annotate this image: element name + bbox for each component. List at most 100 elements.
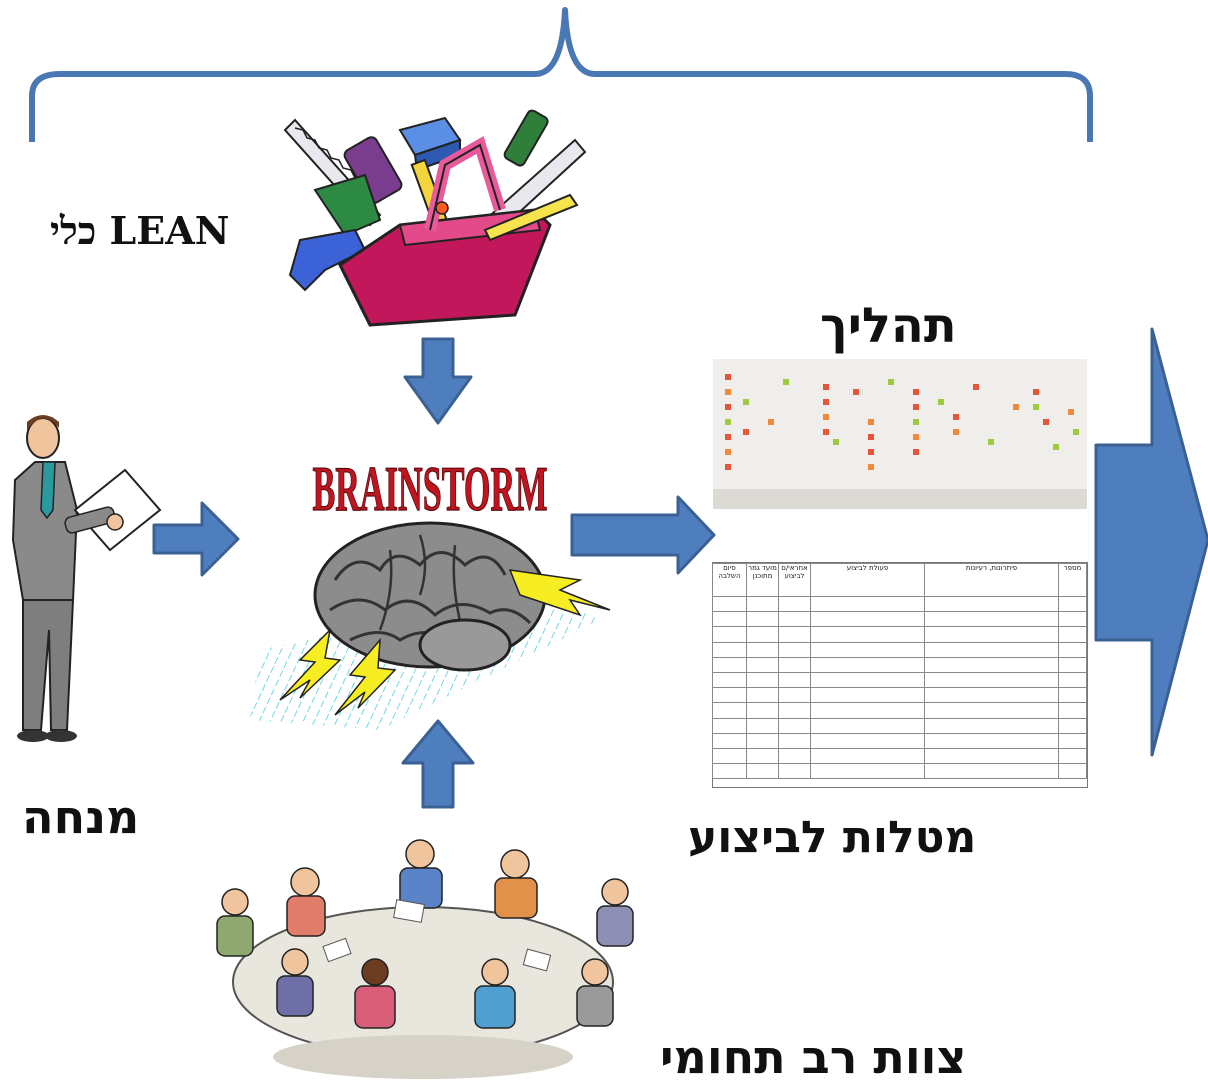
table-cell	[924, 732, 1059, 749]
table-cell	[924, 717, 1059, 734]
action-items-label: מטלות לביצוע	[688, 812, 977, 863]
toolbox-image	[283, 109, 587, 327]
table-cell	[810, 732, 925, 749]
table-header-cell: אחראי/ם לביצוע	[778, 563, 811, 597]
table-cell	[810, 763, 925, 780]
table-header-cell: מועד גמר מתוכנן	[746, 563, 779, 597]
table-cell	[746, 595, 779, 613]
table-cell	[778, 626, 811, 643]
table-cell	[778, 732, 811, 749]
top-brace	[29, 7, 1093, 142]
table-cell	[712, 732, 747, 749]
table-row	[712, 671, 1087, 689]
table-cell	[924, 671, 1059, 689]
table-cell	[746, 611, 779, 628]
table-cell	[1058, 595, 1087, 613]
table-cell	[778, 656, 811, 673]
table-cell	[712, 671, 747, 689]
table-cell	[810, 702, 925, 719]
table-row	[712, 763, 1087, 780]
team-label: צוות רב תחומי	[660, 1030, 967, 1084]
table-cell	[712, 626, 747, 643]
table-cell	[746, 732, 779, 749]
table-cell	[1058, 702, 1087, 719]
table-cell	[810, 611, 925, 628]
table-cell	[1058, 641, 1087, 658]
table-cell	[1058, 763, 1087, 780]
down-arrow-toolbox	[403, 337, 473, 425]
table-cell	[1058, 671, 1087, 689]
table-cell	[778, 747, 811, 765]
lean-tools-label: כלי LEAN	[50, 208, 230, 253]
table-cell	[1058, 611, 1087, 628]
team-meeting-image	[216, 839, 634, 1079]
table-row	[712, 747, 1087, 765]
table-cell	[746, 671, 779, 689]
table-cell	[746, 656, 779, 673]
table-cell	[778, 611, 811, 628]
table-cell	[746, 702, 779, 719]
table-row	[712, 595, 1087, 613]
table-cell	[1058, 732, 1087, 749]
table-cell	[924, 656, 1059, 673]
table-cell	[712, 687, 747, 704]
table-cell	[810, 671, 925, 689]
facilitator-label: מנחה	[22, 790, 140, 844]
table-cell	[924, 611, 1059, 628]
process-label: תהליך	[820, 298, 957, 354]
table-cell	[712, 717, 747, 734]
table-cell	[810, 656, 925, 673]
table-header-cell: מספר	[1058, 563, 1087, 597]
table-header-cell: פיתרונות, רעיונות	[924, 563, 1059, 597]
table-cell	[746, 763, 779, 780]
table-cell	[1058, 687, 1087, 704]
process-wall-photo	[713, 359, 1087, 509]
brainstorm-title: BRAINSTORM	[313, 453, 548, 524]
table-cell	[712, 656, 747, 673]
table-cell	[810, 747, 925, 765]
action-items-table: מספר פיתרונות, רעיונות פעולת לביצוע אחרא…	[712, 562, 1088, 788]
table-row	[712, 611, 1087, 628]
table-cell	[746, 687, 779, 704]
table-row	[712, 702, 1087, 719]
table-header-cell: פעולת לביצוע	[810, 563, 925, 597]
table-cell	[924, 747, 1059, 765]
table-cell	[924, 626, 1059, 643]
table-header-cell: סיום השלבה	[712, 563, 747, 597]
right-arrow-brainstorm	[570, 495, 716, 575]
facilitator-image	[11, 415, 162, 742]
table-cell	[1058, 747, 1087, 765]
table-cell	[810, 717, 925, 734]
table-cell	[924, 641, 1059, 658]
table-body	[712, 595, 1087, 780]
table-cell	[810, 626, 925, 643]
up-arrow-team	[401, 719, 475, 809]
table-cell	[778, 702, 811, 719]
table-row	[712, 641, 1087, 658]
table-cell	[924, 687, 1059, 704]
table-cell	[810, 641, 925, 658]
table-cell	[778, 717, 811, 734]
table-cell	[746, 717, 779, 734]
table-row	[712, 626, 1087, 643]
table-cell	[924, 763, 1059, 780]
table-cell	[778, 641, 811, 658]
table-cell	[1058, 626, 1087, 643]
table-cell	[924, 595, 1059, 613]
brainstorm-image: BRAINSTORM	[240, 430, 620, 730]
table-row	[712, 732, 1087, 749]
table-cell	[712, 763, 747, 780]
table-cell	[1058, 656, 1087, 673]
table-cell	[712, 641, 747, 658]
table-row	[712, 656, 1087, 673]
table-cell	[778, 671, 811, 689]
table-row	[712, 687, 1087, 704]
table-cell	[712, 595, 747, 613]
table-cell	[712, 747, 747, 765]
table-cell	[810, 687, 925, 704]
table-cell	[810, 595, 925, 613]
right-arrow-facilitator	[152, 501, 240, 577]
table-cell	[746, 641, 779, 658]
table-cell	[1058, 717, 1087, 734]
table-cell	[778, 687, 811, 704]
